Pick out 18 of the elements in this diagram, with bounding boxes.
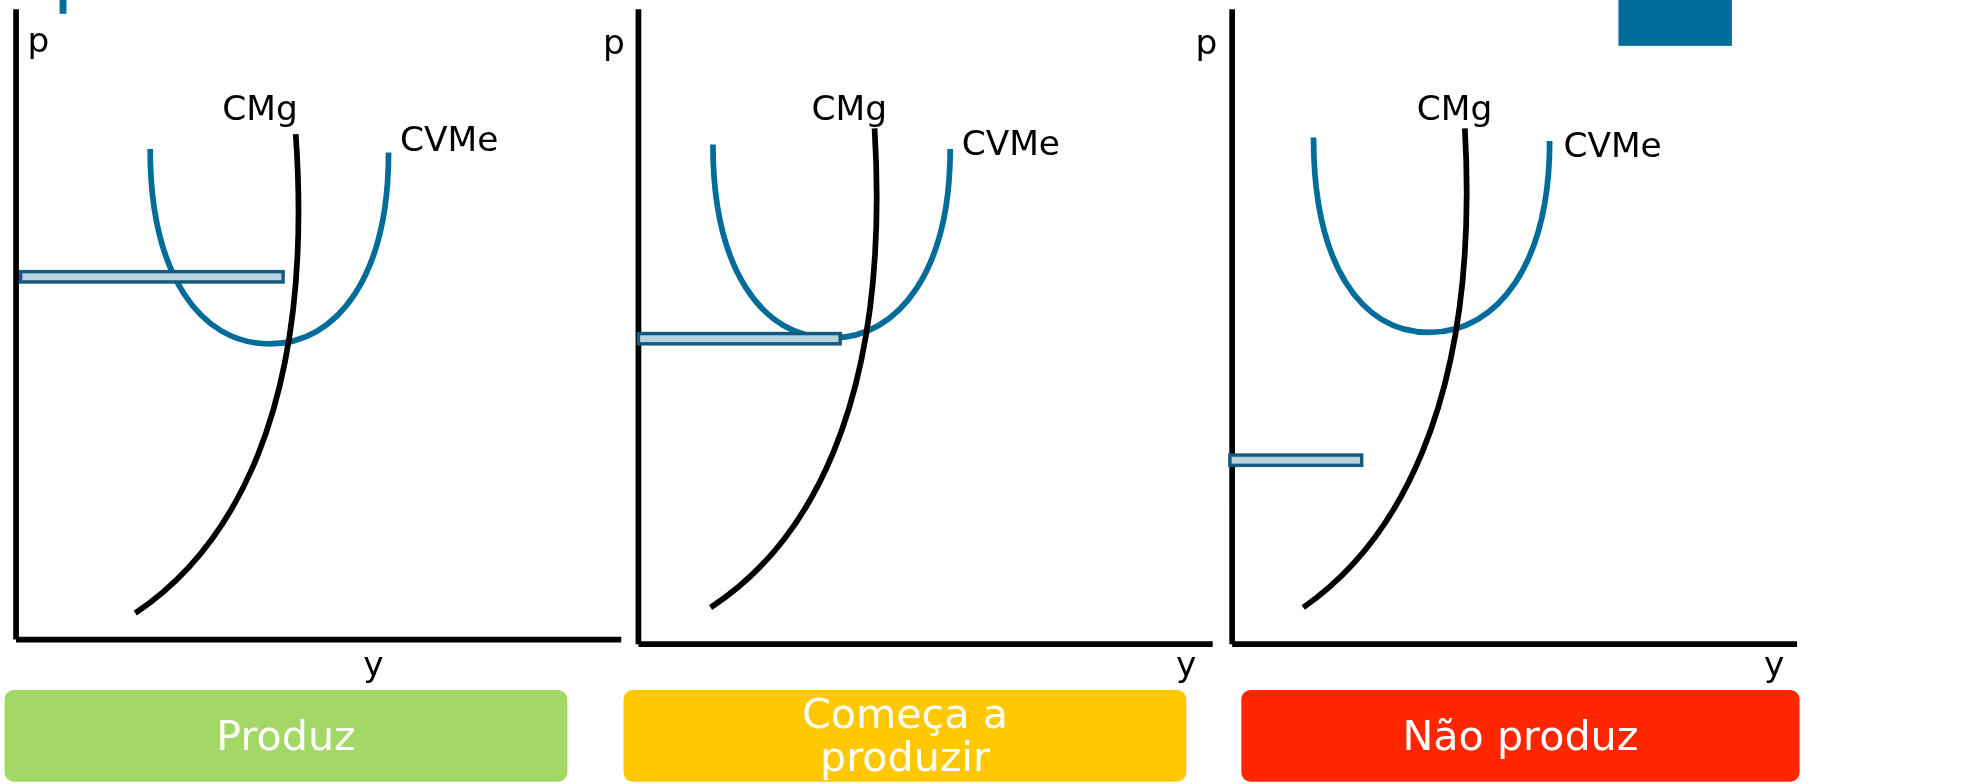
status-text: Começa a produzir	[800, 692, 1009, 780]
axis-label: y	[1764, 647, 1785, 682]
curve-label: CVMe	[400, 122, 499, 158]
axis-label: y	[1176, 647, 1197, 682]
curve-label: CMg	[1416, 91, 1493, 127]
axis-label: y	[363, 647, 384, 682]
axis-label: p	[27, 22, 50, 58]
status-text: Produz	[216, 714, 356, 758]
curve-label: CVMe	[961, 126, 1060, 161]
axis-label: p	[602, 25, 625, 60]
status-box	[4, 690, 568, 782]
axis-label: p	[1195, 25, 1218, 60]
status-box	[1241, 690, 1800, 782]
curve-label: CVMe	[1563, 128, 1662, 163]
curve-label: CMg	[811, 91, 887, 127]
status-box	[623, 690, 1187, 782]
status-text: Não produz	[1402, 714, 1639, 758]
curve-label: CMg	[222, 91, 298, 127]
